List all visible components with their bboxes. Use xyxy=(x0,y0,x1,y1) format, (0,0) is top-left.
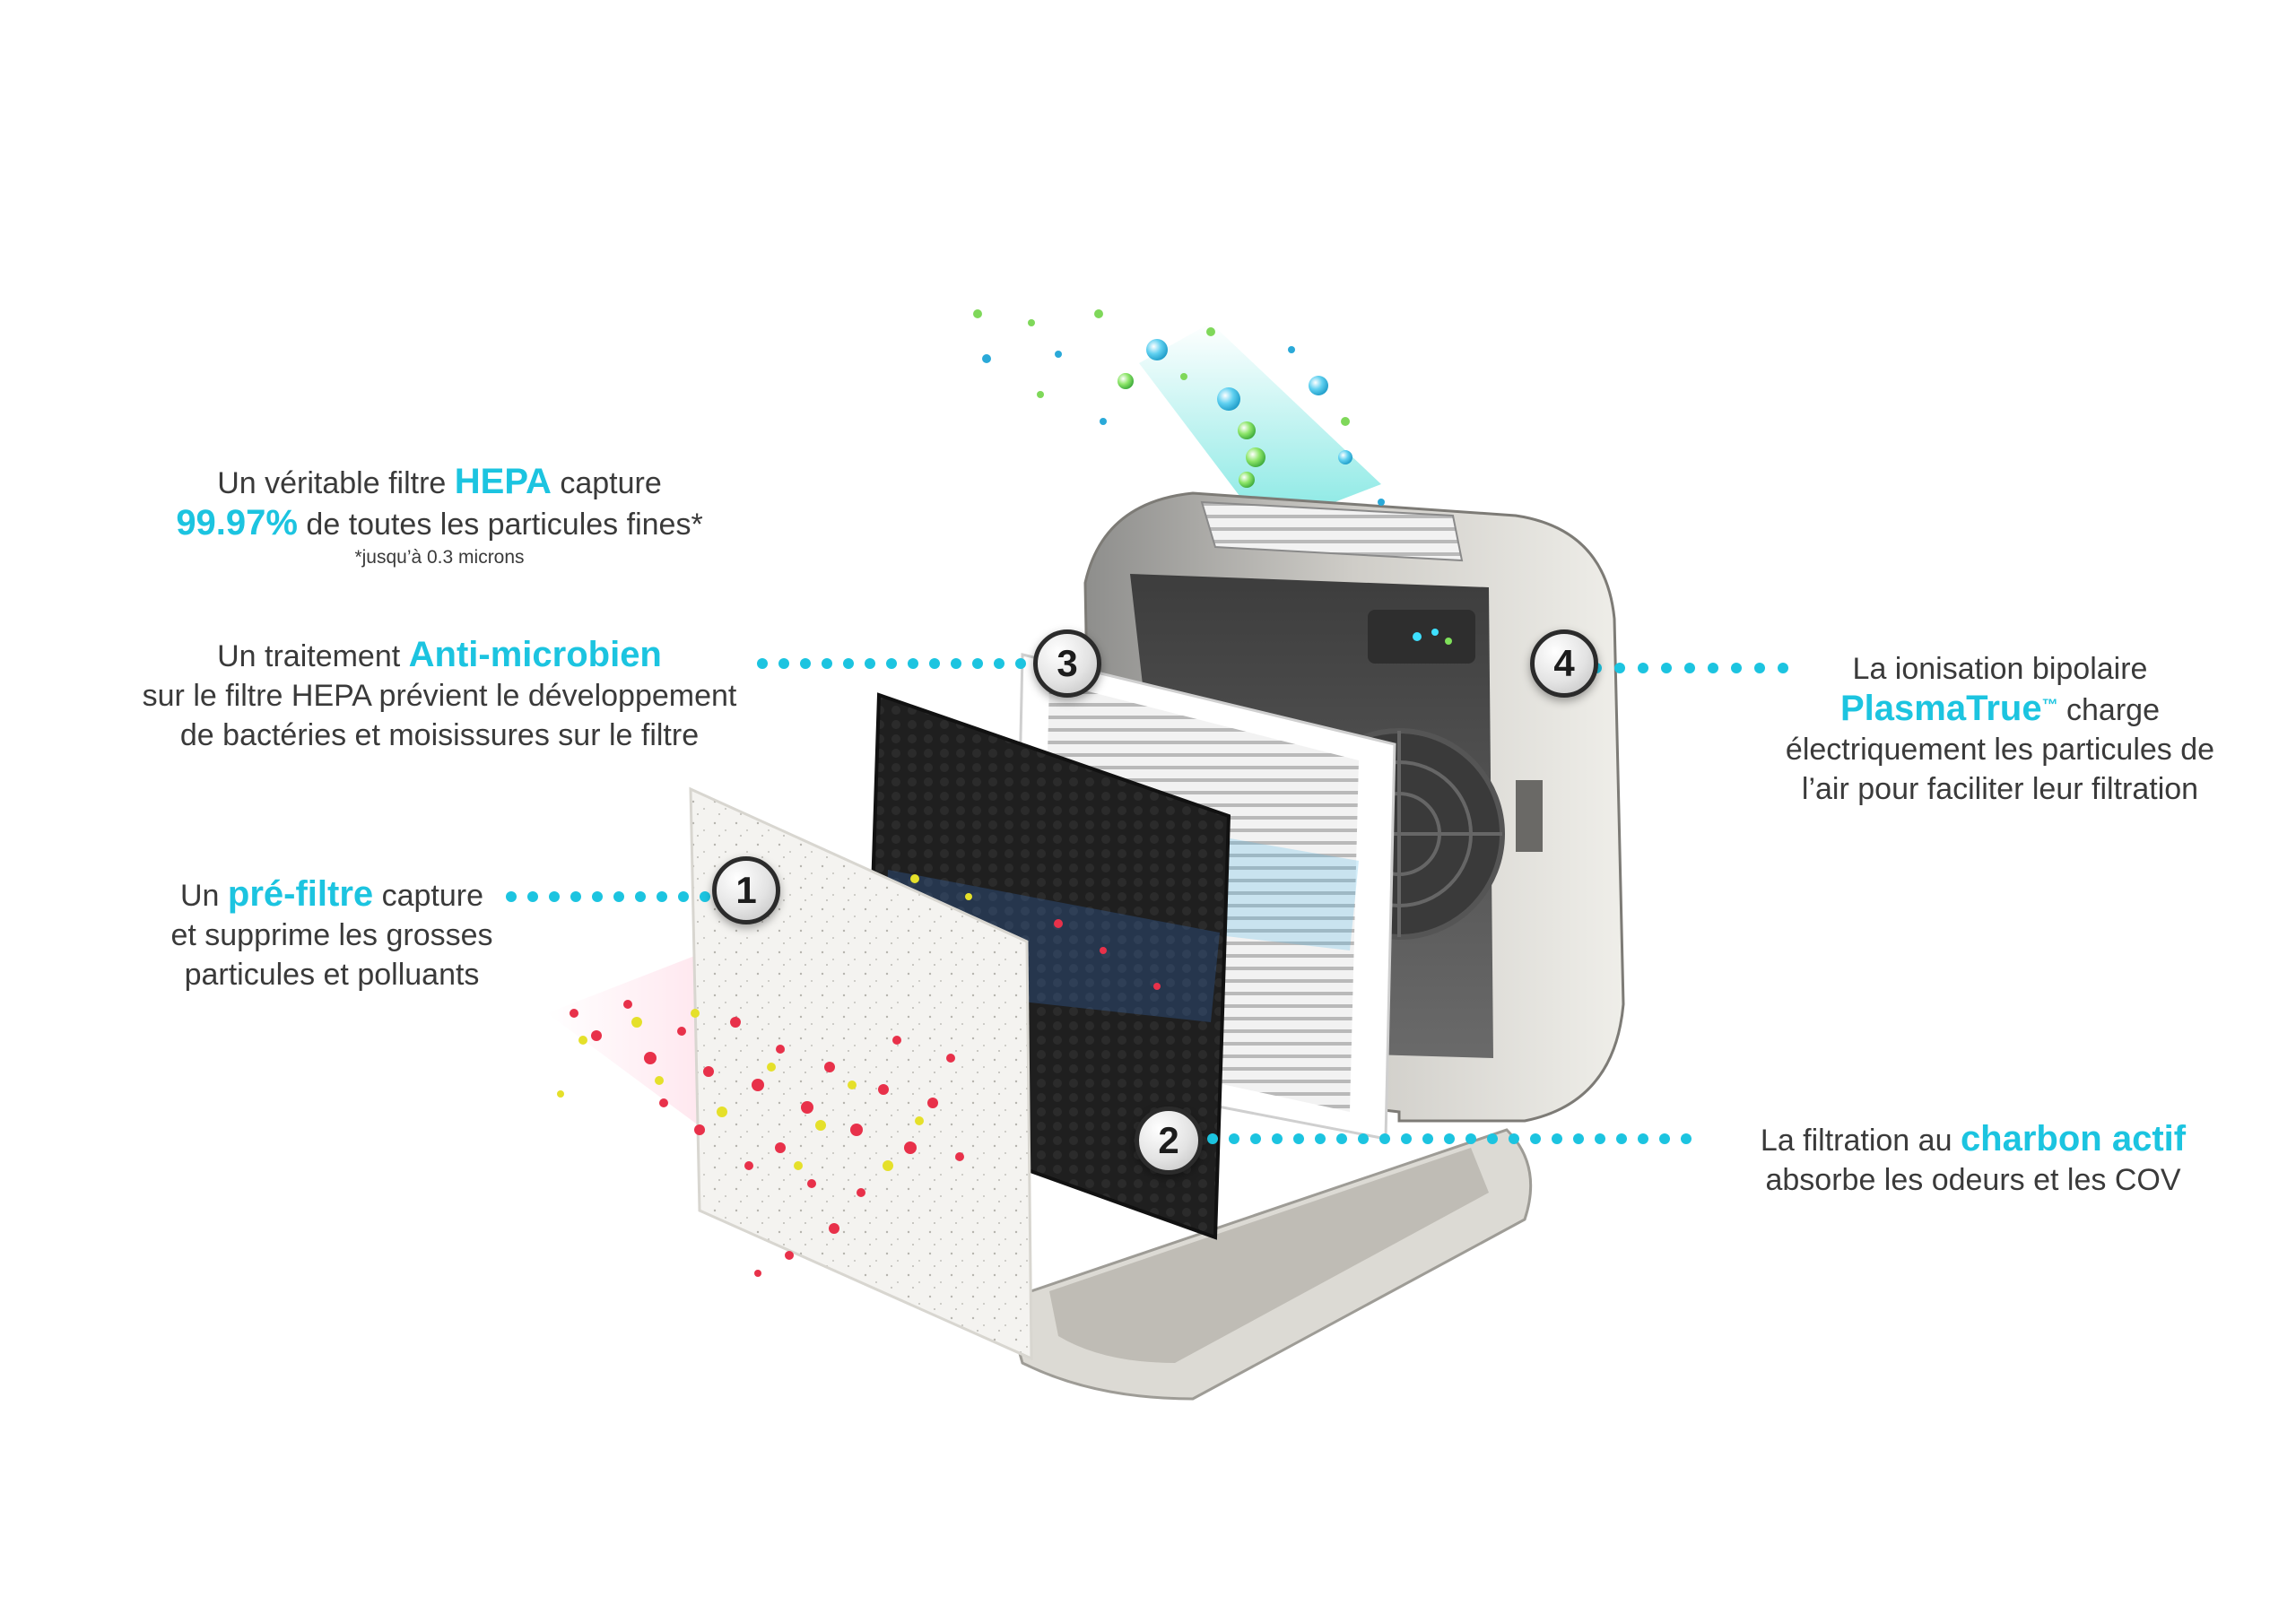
badge-3: 3 xyxy=(1033,629,1101,698)
callout-hepa: Un véritable filtre HEPA capture 99.97% … xyxy=(108,462,771,571)
hepa-percentage: 99.97% xyxy=(176,503,298,542)
carbon-line-2: absorbe les odeurs et les COV xyxy=(1765,1163,2181,1197)
pre-filter xyxy=(689,786,1033,1361)
ionisation-line-2: PlasmaTrue™ charge xyxy=(1740,689,2260,730)
badge-4: 4 xyxy=(1530,629,1598,698)
hepa-line-2: 99.97% de toutes les particules fines* xyxy=(108,503,771,544)
clean-air-stream xyxy=(1139,323,1381,529)
prefilter-line-1: Un pré-filtre capture xyxy=(108,874,556,916)
prefilter-highlight: pré-filtre xyxy=(227,874,374,914)
carbon-line-1-text: La filtration au xyxy=(1760,1124,1961,1158)
badge-2: 2 xyxy=(1135,1107,1203,1175)
top-air-outlet xyxy=(1200,500,1464,562)
hepa-footnote: *jusqu’à 0.3 microns xyxy=(354,547,525,568)
ionisation-line-3: électriquement les particules de xyxy=(1785,733,2215,767)
carbon-highlight: charbon actif xyxy=(1960,1119,2187,1159)
antimicrobial-highlight: Anti-microbien xyxy=(408,635,662,674)
pollen-particles xyxy=(557,874,972,1171)
trademark-symbol: ™ xyxy=(2041,696,2058,714)
ionisation-line-1: La ionisation bipolaire xyxy=(1852,652,2148,686)
hepa-line-1-text: Un véritable filtre xyxy=(217,466,455,500)
ionisation-line-2-post: charge xyxy=(2057,693,2160,727)
hepa-line-1: Un véritable filtre HEPA capture xyxy=(108,462,771,503)
callout-prefilter: Un pré-filtre capture et supprime les gr… xyxy=(108,874,556,994)
antimicrobial-line-2: sur le filtre HEPA prévient le développe… xyxy=(142,679,737,713)
prefilter-line-2: et supprime les grosses xyxy=(170,918,493,952)
prefilter-line-1-post: capture xyxy=(373,879,484,913)
prefilter-line-3: particules et polluants xyxy=(184,958,480,992)
hepa-highlight: HEPA xyxy=(454,462,552,501)
callout-carbon: La filtration au charbon actif absorbe l… xyxy=(1686,1119,2260,1200)
leader-line-3 xyxy=(757,658,1026,669)
badge-1: 1 xyxy=(712,856,780,924)
antimicrobial-line-3: de bactéries et moisissures sur le filtr… xyxy=(179,718,700,752)
prefilter-line-1-text: Un xyxy=(179,879,228,913)
antimicrobial-line-1: Un traitement Anti-microbien xyxy=(108,635,771,676)
antimicrobial-line-1-text: Un traitement xyxy=(217,639,409,673)
callout-ionisation: La ionisation bipolaire PlasmaTrue™ char… xyxy=(1740,649,2260,809)
polluted-particles xyxy=(570,919,1161,1277)
callout-antimicrobial: Un traitement Anti-microbien sur le filt… xyxy=(108,635,771,755)
leader-line-1 xyxy=(506,891,710,902)
ionisation-line-4: l’air pour faciliter leur filtration xyxy=(1801,772,2199,806)
ionisation-highlight: PlasmaTrue xyxy=(1840,689,2042,728)
hepa-line-2-text: de toutes les particules fines* xyxy=(297,508,703,542)
clean-particles xyxy=(973,309,1385,506)
leader-line-2 xyxy=(1207,1133,1692,1144)
hepa-line-1-post: capture xyxy=(551,466,662,500)
carbon-line-1: La filtration au charbon actif xyxy=(1686,1119,2260,1160)
